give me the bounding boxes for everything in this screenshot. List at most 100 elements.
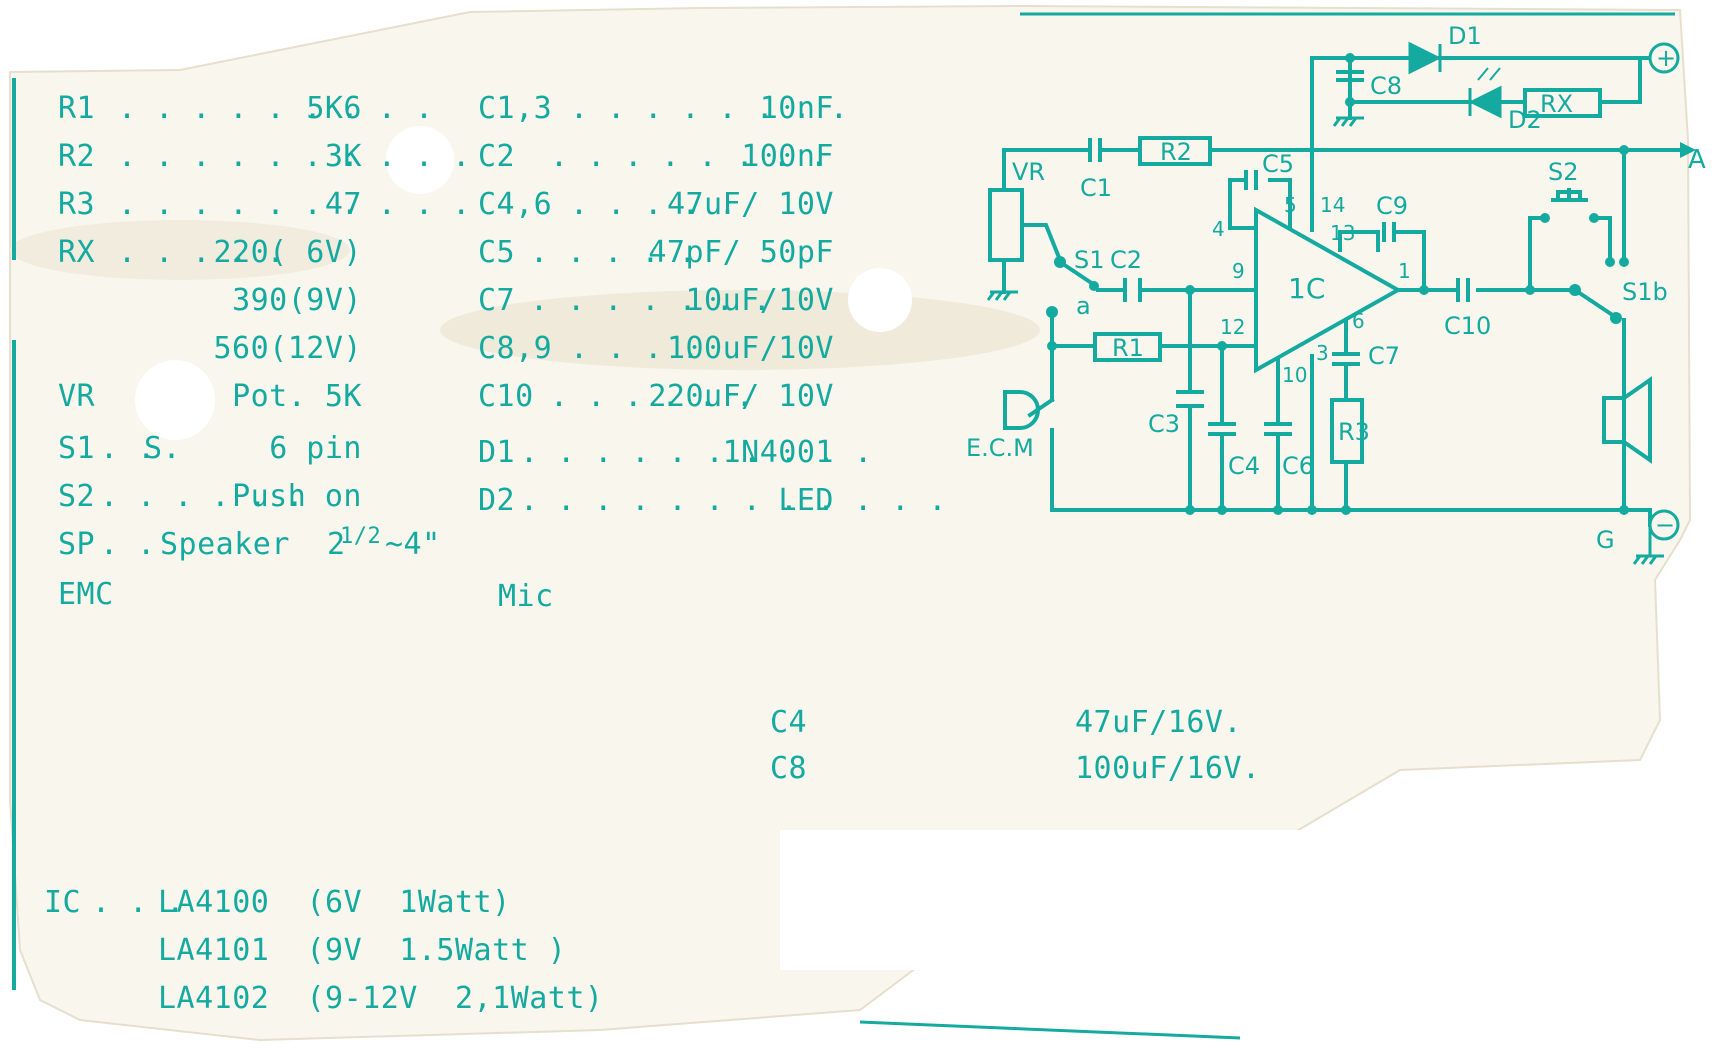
junction-dot: [1307, 505, 1317, 515]
d1-diode: [1408, 41, 1442, 75]
junction-dot: [1540, 213, 1550, 223]
dot-leader: . . . . .: [530, 235, 698, 270]
wire: [1020, 223, 1063, 263]
c4-plates: [1208, 422, 1236, 436]
junction-dot: [1054, 256, 1066, 268]
c5-plates: [1244, 170, 1258, 190]
label-c5: C5: [1262, 150, 1294, 178]
label-r1: R1: [1112, 334, 1144, 362]
label-r2: R2: [1160, 138, 1192, 166]
note-value: 47uF/16V.: [1075, 705, 1243, 740]
note-ref: C4: [770, 705, 808, 740]
part-ref: D2: [478, 483, 516, 518]
dot-leader: . . . . . . . . . .: [118, 139, 471, 174]
dot-leader: . . . . . .: [550, 379, 755, 414]
pin-number: 9: [1232, 259, 1245, 283]
pin-number: 1: [1398, 259, 1411, 283]
junction-dot: [1569, 284, 1581, 296]
junction-dot: [1046, 306, 1058, 318]
s1-prefix: S.: [144, 431, 182, 466]
paper-blank: [780, 830, 1380, 970]
pin-number: 6: [1352, 309, 1365, 333]
label-a: a: [1076, 292, 1091, 320]
label-c2: C2: [1110, 246, 1142, 274]
pin-number: 3: [1316, 341, 1329, 365]
part-value: 220( 6V): [213, 235, 362, 270]
c3-plates: [1176, 390, 1204, 408]
junction-dot: [1605, 257, 1615, 267]
part-value: 3K: [324, 139, 362, 174]
bottom-edge-line: [859, 1020, 1241, 1040]
speaker-cone: [1621, 376, 1652, 464]
part-ref: C1,3: [478, 91, 553, 126]
pin-number: 13: [1330, 221, 1355, 245]
label-r3: R3: [1338, 418, 1370, 446]
junction-dot: [1610, 312, 1622, 324]
speaker-tail: ~4": [385, 527, 441, 562]
label-s2: S2: [1548, 158, 1579, 186]
label-ecm: E.C.M: [966, 434, 1034, 462]
wire: [1528, 216, 1547, 292]
part-ref: R1: [58, 91, 96, 126]
label-ic: 1C: [1288, 272, 1325, 305]
dot-leader: . . . . . . . . . . . .: [520, 483, 947, 518]
mic-value: Mic: [498, 579, 554, 614]
label-minus: −: [1655, 511, 1675, 539]
junction-dot: [1345, 97, 1355, 107]
ecm-capsule: [1003, 390, 1040, 430]
speaker-coil: [1602, 396, 1626, 444]
label-a-output: A: [1688, 145, 1706, 175]
label-c1: C1: [1080, 174, 1112, 202]
junction-dot: [1619, 505, 1629, 515]
wire: [1572, 287, 1617, 319]
speaker-fraction: 1/2: [340, 524, 382, 549]
junction-dot: [1185, 285, 1195, 295]
part-ref: C8,9: [478, 331, 553, 366]
part-ref: R2: [58, 139, 96, 174]
part-value: Pot. 5K: [232, 379, 362, 414]
junction-dot: [1419, 285, 1429, 295]
ground-icon: [986, 290, 1018, 301]
part-ref: S2: [58, 479, 96, 514]
part-ref: C4,6: [478, 187, 553, 222]
ground-icon: [1332, 116, 1364, 127]
label-c3: C3: [1148, 410, 1180, 438]
pin-number: 5: [1284, 193, 1297, 217]
label-c6: C6: [1282, 452, 1314, 480]
part-ref: C10: [478, 379, 534, 414]
label-d2: D2: [1508, 106, 1542, 134]
junction-dot: [1345, 53, 1355, 63]
part-value: 47: [324, 187, 362, 222]
junction-dot: [1619, 257, 1629, 267]
paper-hole: [386, 126, 454, 194]
part-value: 6 pin: [269, 431, 362, 466]
label-c10: C10: [1444, 312, 1491, 340]
junction-dot: [1341, 505, 1351, 515]
part-value: 560(12V): [213, 331, 362, 366]
wire: [1592, 216, 1612, 264]
part-value: 1N4001: [722, 435, 834, 470]
part-ref: C5: [478, 235, 516, 270]
c10-plates: [1456, 278, 1470, 302]
label-rx: RX: [1540, 90, 1573, 118]
ic-option: LA4102 (9-12V 2,1Watt): [158, 981, 604, 1016]
r2-body: [1138, 136, 1212, 166]
ic-option: LA4100 (6V 1Watt): [158, 885, 511, 920]
junction-dot: [1273, 505, 1283, 515]
part-value: 10uF/10V: [685, 283, 834, 318]
part-value: 100uF/10V: [666, 331, 834, 366]
c9-plates: [1382, 222, 1396, 242]
label-plus: +: [1656, 44, 1676, 72]
dot-leader: . . . . . . .: [530, 283, 772, 318]
part-ref: D1: [478, 435, 516, 470]
led-arrow-icon: [1477, 67, 1501, 81]
plus-terminal: [1648, 42, 1680, 74]
junction-dot: [1217, 505, 1227, 515]
pin-number: 12: [1220, 315, 1245, 339]
dot-leader: . .: [100, 431, 156, 466]
label-s1b: S1b: [1622, 278, 1668, 306]
junction-dot: [1047, 341, 1057, 351]
dot-leader: . . . . .: [118, 235, 286, 270]
part-value: 47pF/ 50pF: [648, 235, 834, 270]
part-ref: S1: [58, 431, 96, 466]
